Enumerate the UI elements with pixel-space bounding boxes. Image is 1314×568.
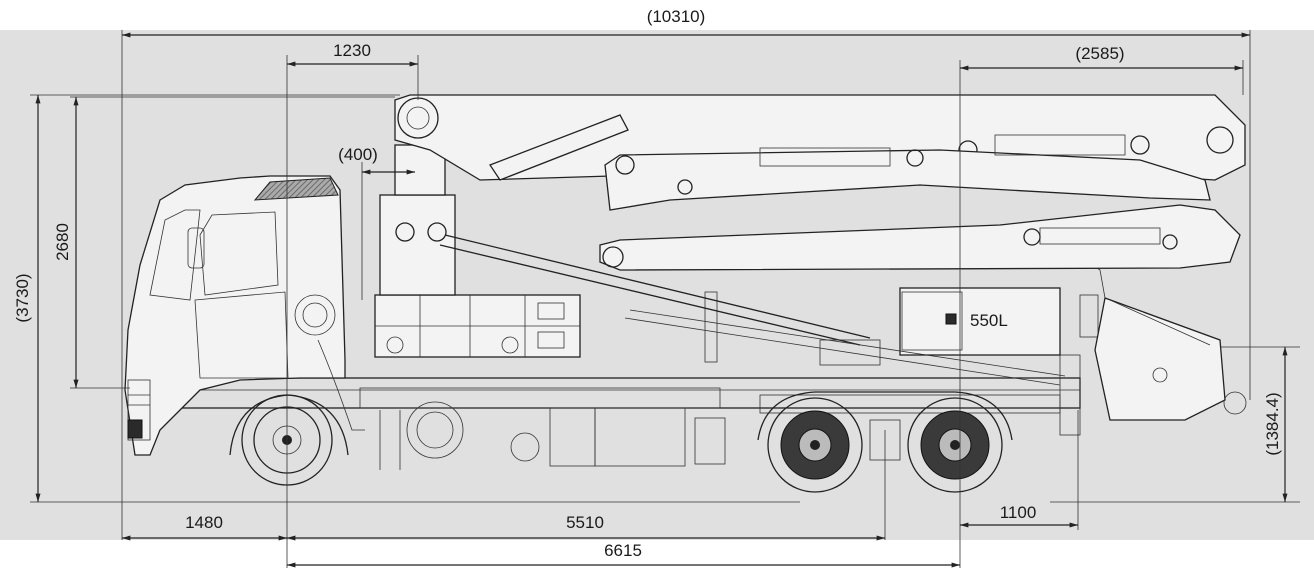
truck-cab [124, 175, 365, 456]
boom-tip-overhang-label: (2585) [1075, 44, 1124, 63]
wheels [241, 391, 1013, 493]
frame-height-label: 2680 [53, 223, 72, 261]
axle-span-label: 6615 [604, 541, 642, 560]
pump-module [374, 291, 718, 363]
front-overhang-label: 1480 [185, 513, 223, 532]
wheelbase-label: 5510 [566, 513, 604, 532]
hopper-outrigger [1084, 259, 1247, 421]
water-tank: 550L [899, 287, 1099, 356]
dimension-lines [35, 32, 1288, 568]
boom-assembly [379, 94, 1246, 386]
overall-length-label: (10310) [647, 7, 706, 26]
water-tank-label: 550L [970, 311, 1008, 330]
rear-overhang-label: 1100 [1000, 503, 1037, 522]
overall-height-label: (3730) [13, 273, 32, 322]
cab-to-mast-label: 1230 [333, 41, 371, 60]
hopper-height-label: (1384.4) [1263, 392, 1282, 455]
mast-offset-label: (400) [338, 145, 378, 164]
extension-lines [30, 30, 1300, 568]
